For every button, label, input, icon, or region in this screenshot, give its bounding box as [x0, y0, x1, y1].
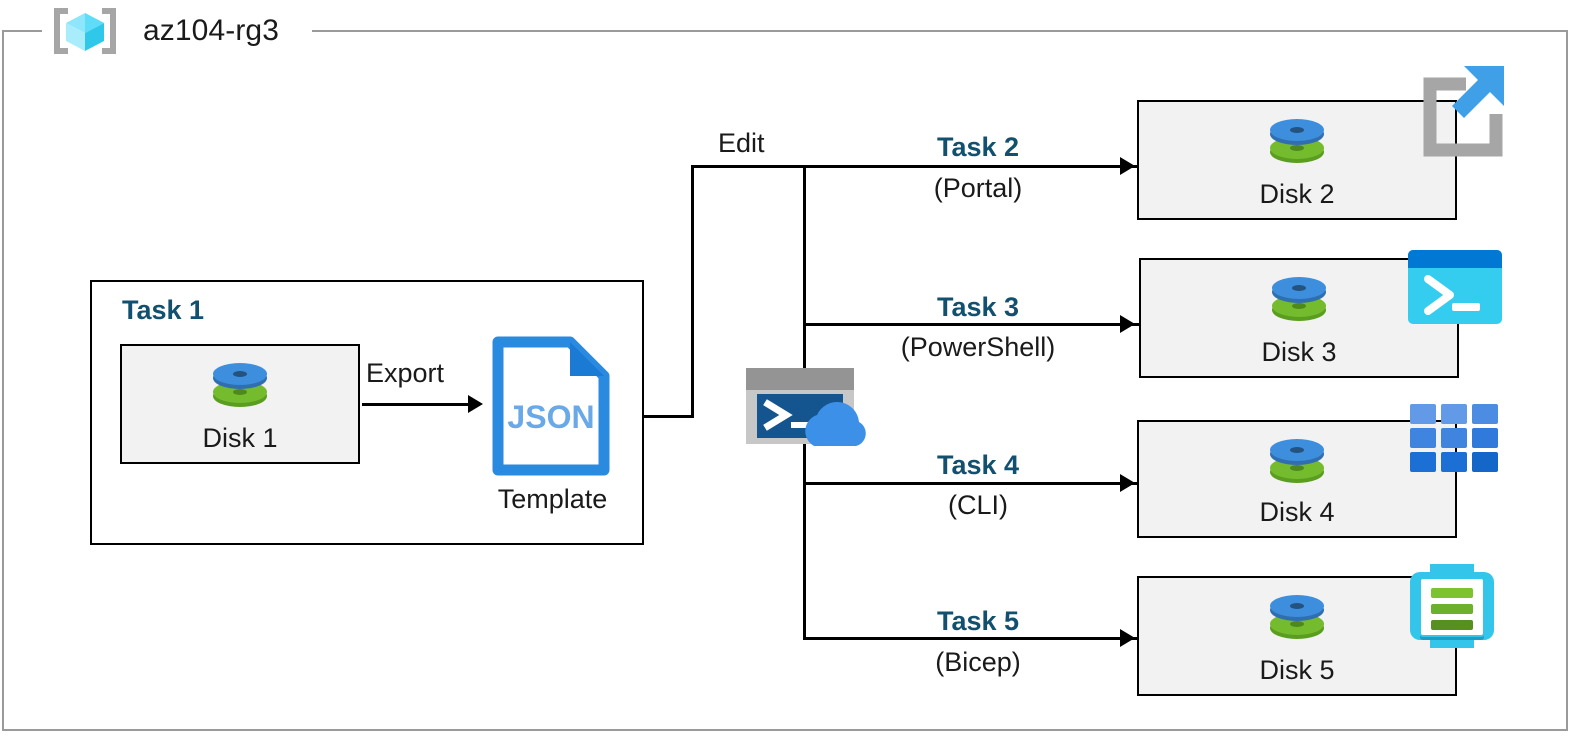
task-3-arrowhead	[1120, 315, 1135, 333]
task-4-method: (CLI)	[948, 490, 1008, 520]
template-caption: Template	[497, 484, 608, 514]
disk-1-box[interactable]: Disk 1	[120, 344, 360, 464]
edit-edge-segment-top	[691, 165, 1153, 168]
azure-portal-icon	[1408, 62, 1508, 162]
edit-edge-segment-riser	[691, 165, 694, 418]
cloud-shell-icon[interactable]	[744, 366, 866, 448]
export-edge-arrowhead	[468, 395, 483, 413]
managed-disk-icon	[1266, 434, 1328, 490]
managed-disk-icon	[1268, 272, 1330, 328]
task-5-method: (Bicep)	[935, 647, 1021, 677]
managed-disk-icon	[209, 358, 271, 414]
task-5-arrowhead	[1120, 629, 1135, 647]
svg-text:JSON: JSON	[507, 399, 594, 435]
disk-2-box[interactable]: Disk 2	[1137, 100, 1457, 220]
task-3-edge-line	[803, 323, 1153, 326]
task-4-label: Task 4	[936, 450, 1020, 480]
managed-disk-icon	[1266, 590, 1328, 646]
task-3-label: Task 3	[936, 292, 1020, 322]
task-5-edge-line	[803, 637, 1153, 640]
resource-group-container	[2, 30, 1568, 731]
disk-4-box[interactable]: Disk 4	[1137, 420, 1457, 538]
task-2-method: (Portal)	[933, 173, 1023, 203]
disk-4-caption: Disk 4	[1259, 497, 1335, 527]
task-3-method: (PowerShell)	[900, 332, 1056, 362]
resource-group-name: az104-rg3	[143, 14, 279, 47]
task-2-arrowhead	[1120, 157, 1135, 175]
disk-1-caption: Disk 1	[202, 423, 278, 453]
task-5-label: Task 5	[936, 606, 1020, 636]
disk-2-caption: Disk 2	[1259, 179, 1335, 209]
resource-group-icon	[48, 5, 122, 57]
export-edge-line	[362, 403, 470, 406]
export-edge-label: Export	[366, 358, 445, 388]
disk-5-caption: Disk 5	[1259, 655, 1335, 685]
resource-group-header-mask	[42, 22, 312, 40]
powershell-icon	[1406, 248, 1504, 326]
task-4-arrowhead	[1120, 474, 1135, 492]
task-2-label: Task 2	[936, 132, 1020, 162]
bicep-icon	[1406, 560, 1498, 652]
edit-edge-label: Edit	[718, 128, 765, 158]
task-4-edge-line	[803, 482, 1153, 485]
azure-cli-icon	[1408, 402, 1500, 474]
task-1-label: Task 1	[122, 295, 205, 325]
json-file-icon[interactable]: JSON	[492, 336, 610, 476]
disk-3-caption: Disk 3	[1261, 337, 1337, 367]
edit-edge-segment-from-template	[644, 415, 694, 418]
managed-disk-icon	[1266, 114, 1328, 170]
disk-5-box[interactable]: Disk 5	[1137, 576, 1457, 696]
